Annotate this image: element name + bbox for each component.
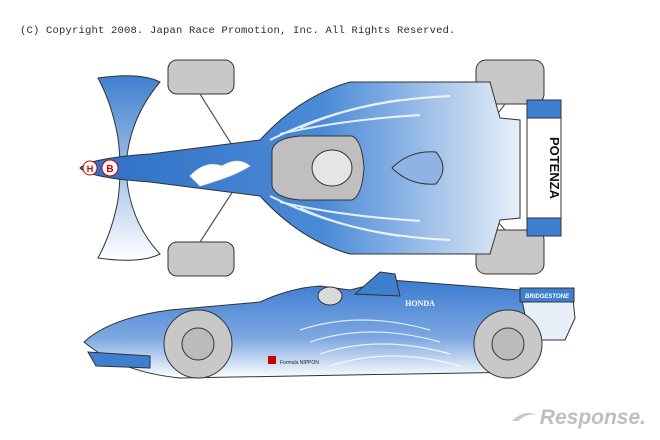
side-view-car: BRIDGESTONE HONDA Formula NIPPON bbox=[83, 271, 576, 379]
nose-b-badge: B bbox=[106, 164, 113, 175]
copyright-notice: (C) Copyright 2008. Japan Race Promotion… bbox=[20, 25, 456, 37]
rear-wing-text-side: BRIDGESTONE bbox=[525, 294, 570, 300]
driver-helmet-side bbox=[317, 286, 343, 306]
response-watermark: Response. bbox=[510, 406, 646, 430]
side-logo-mark bbox=[268, 356, 276, 364]
front-right-tyre bbox=[167, 241, 235, 277]
rear-wing-text-top: POTENZA bbox=[547, 137, 562, 200]
engine-vent bbox=[391, 151, 444, 185]
front-left-tyre bbox=[167, 59, 235, 95]
side-front-wing bbox=[87, 351, 151, 369]
nose-h-badge: H bbox=[87, 164, 94, 174]
side-sponsor-text: HONDA bbox=[405, 299, 435, 308]
driver-helmet bbox=[311, 149, 353, 187]
side-logo-text: Formula NIPPON bbox=[280, 360, 319, 366]
mesh-graphic bbox=[299, 319, 461, 367]
front-wing bbox=[97, 75, 161, 261]
response-logo-icon bbox=[511, 413, 536, 421]
top-view-car: POTENZA H B bbox=[79, 59, 562, 277]
wing-graphic bbox=[269, 95, 451, 241]
horse-emblem bbox=[189, 160, 251, 187]
airbox bbox=[353, 271, 401, 297]
watermark-text: Response. bbox=[539, 406, 646, 429]
